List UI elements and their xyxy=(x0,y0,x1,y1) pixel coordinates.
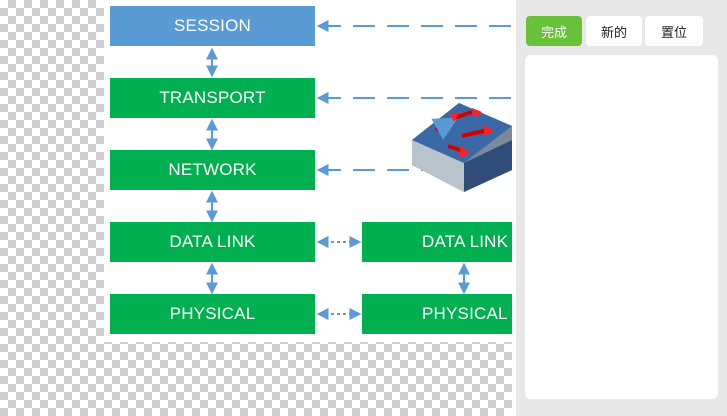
osi-diagram-image[interactable]: SESSION TRANSPORT NETWORK DATA LINK PHYS… xyxy=(104,0,512,342)
layer-data-link: DATA LINK xyxy=(110,222,315,262)
network-switch-icon xyxy=(412,103,512,192)
layer-session: SESSION xyxy=(110,6,315,46)
new-button[interactable]: 新的 xyxy=(586,16,642,46)
connector-lines xyxy=(206,20,512,320)
done-button[interactable]: 完成 xyxy=(526,16,582,46)
reset-button[interactable]: 置位 xyxy=(645,16,703,46)
panel-content-area xyxy=(525,55,718,399)
canvas-area[interactable]: SESSION TRANSPORT NETWORK DATA LINK PHYS… xyxy=(0,0,512,416)
right-layer-physical: PHYSICAL xyxy=(362,294,512,334)
layer-network: NETWORK xyxy=(110,150,315,190)
right-layer-data-link: DATA LINK xyxy=(362,222,512,262)
layer-physical: PHYSICAL xyxy=(110,294,315,334)
side-panel: 完成 新的 置位 xyxy=(516,0,727,416)
layer-transport: TRANSPORT xyxy=(110,78,315,118)
